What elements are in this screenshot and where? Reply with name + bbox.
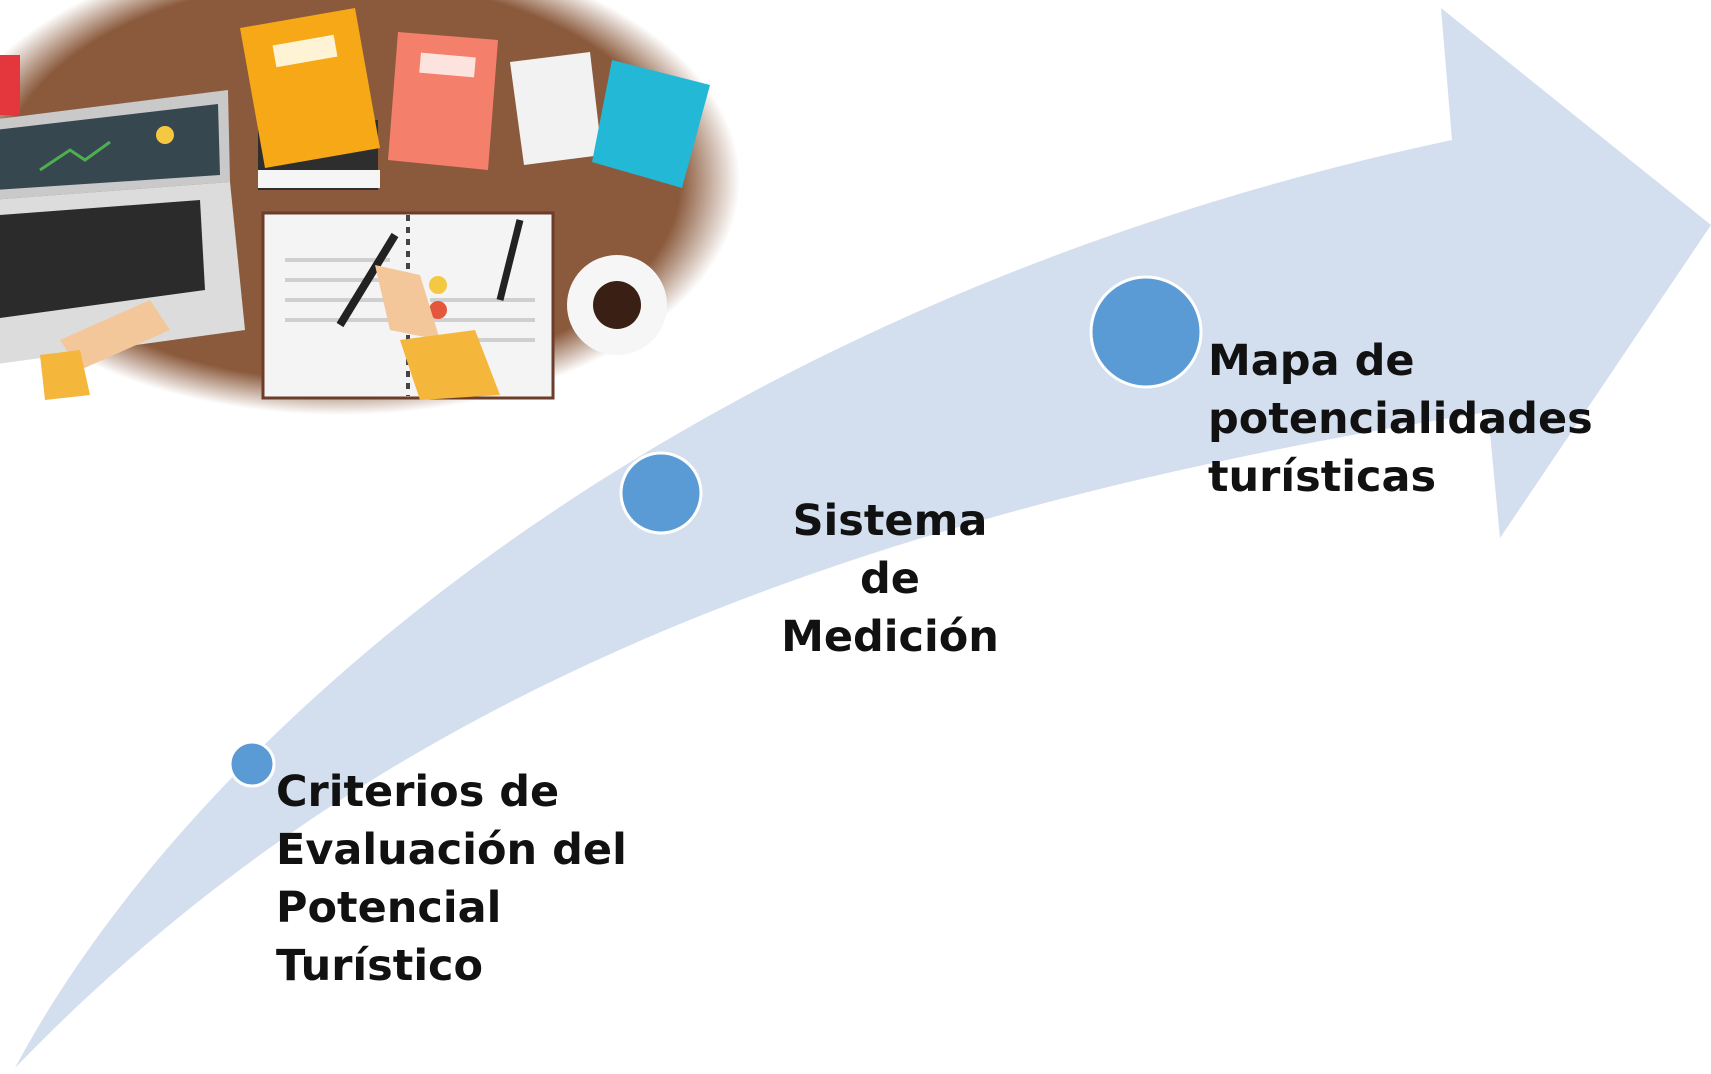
progress-arrow [15,8,1711,1068]
blue-notebook-icon [592,60,710,188]
notebook-icon [388,32,498,170]
hand-icon [375,265,500,400]
step-dot-1 [228,740,276,788]
laptop-icon [0,90,245,400]
desk-illustration [0,0,740,415]
step-dot-3 [1089,275,1203,389]
step-label-sistema: Sistema de Medición [781,496,999,662]
red-folder-icon [0,55,20,115]
book-icon [240,8,380,190]
step-label-criterios: Criterios de Evaluación del Potencial Tu… [276,767,627,991]
coffee-cup-icon [567,255,667,355]
open-notebook-icon [261,211,555,400]
step-label-mapa: Mapa de potencialidades turísticas [1208,336,1593,502]
document-icon [510,52,602,165]
step-dot-2 [619,451,703,535]
pen-icon [336,219,524,328]
